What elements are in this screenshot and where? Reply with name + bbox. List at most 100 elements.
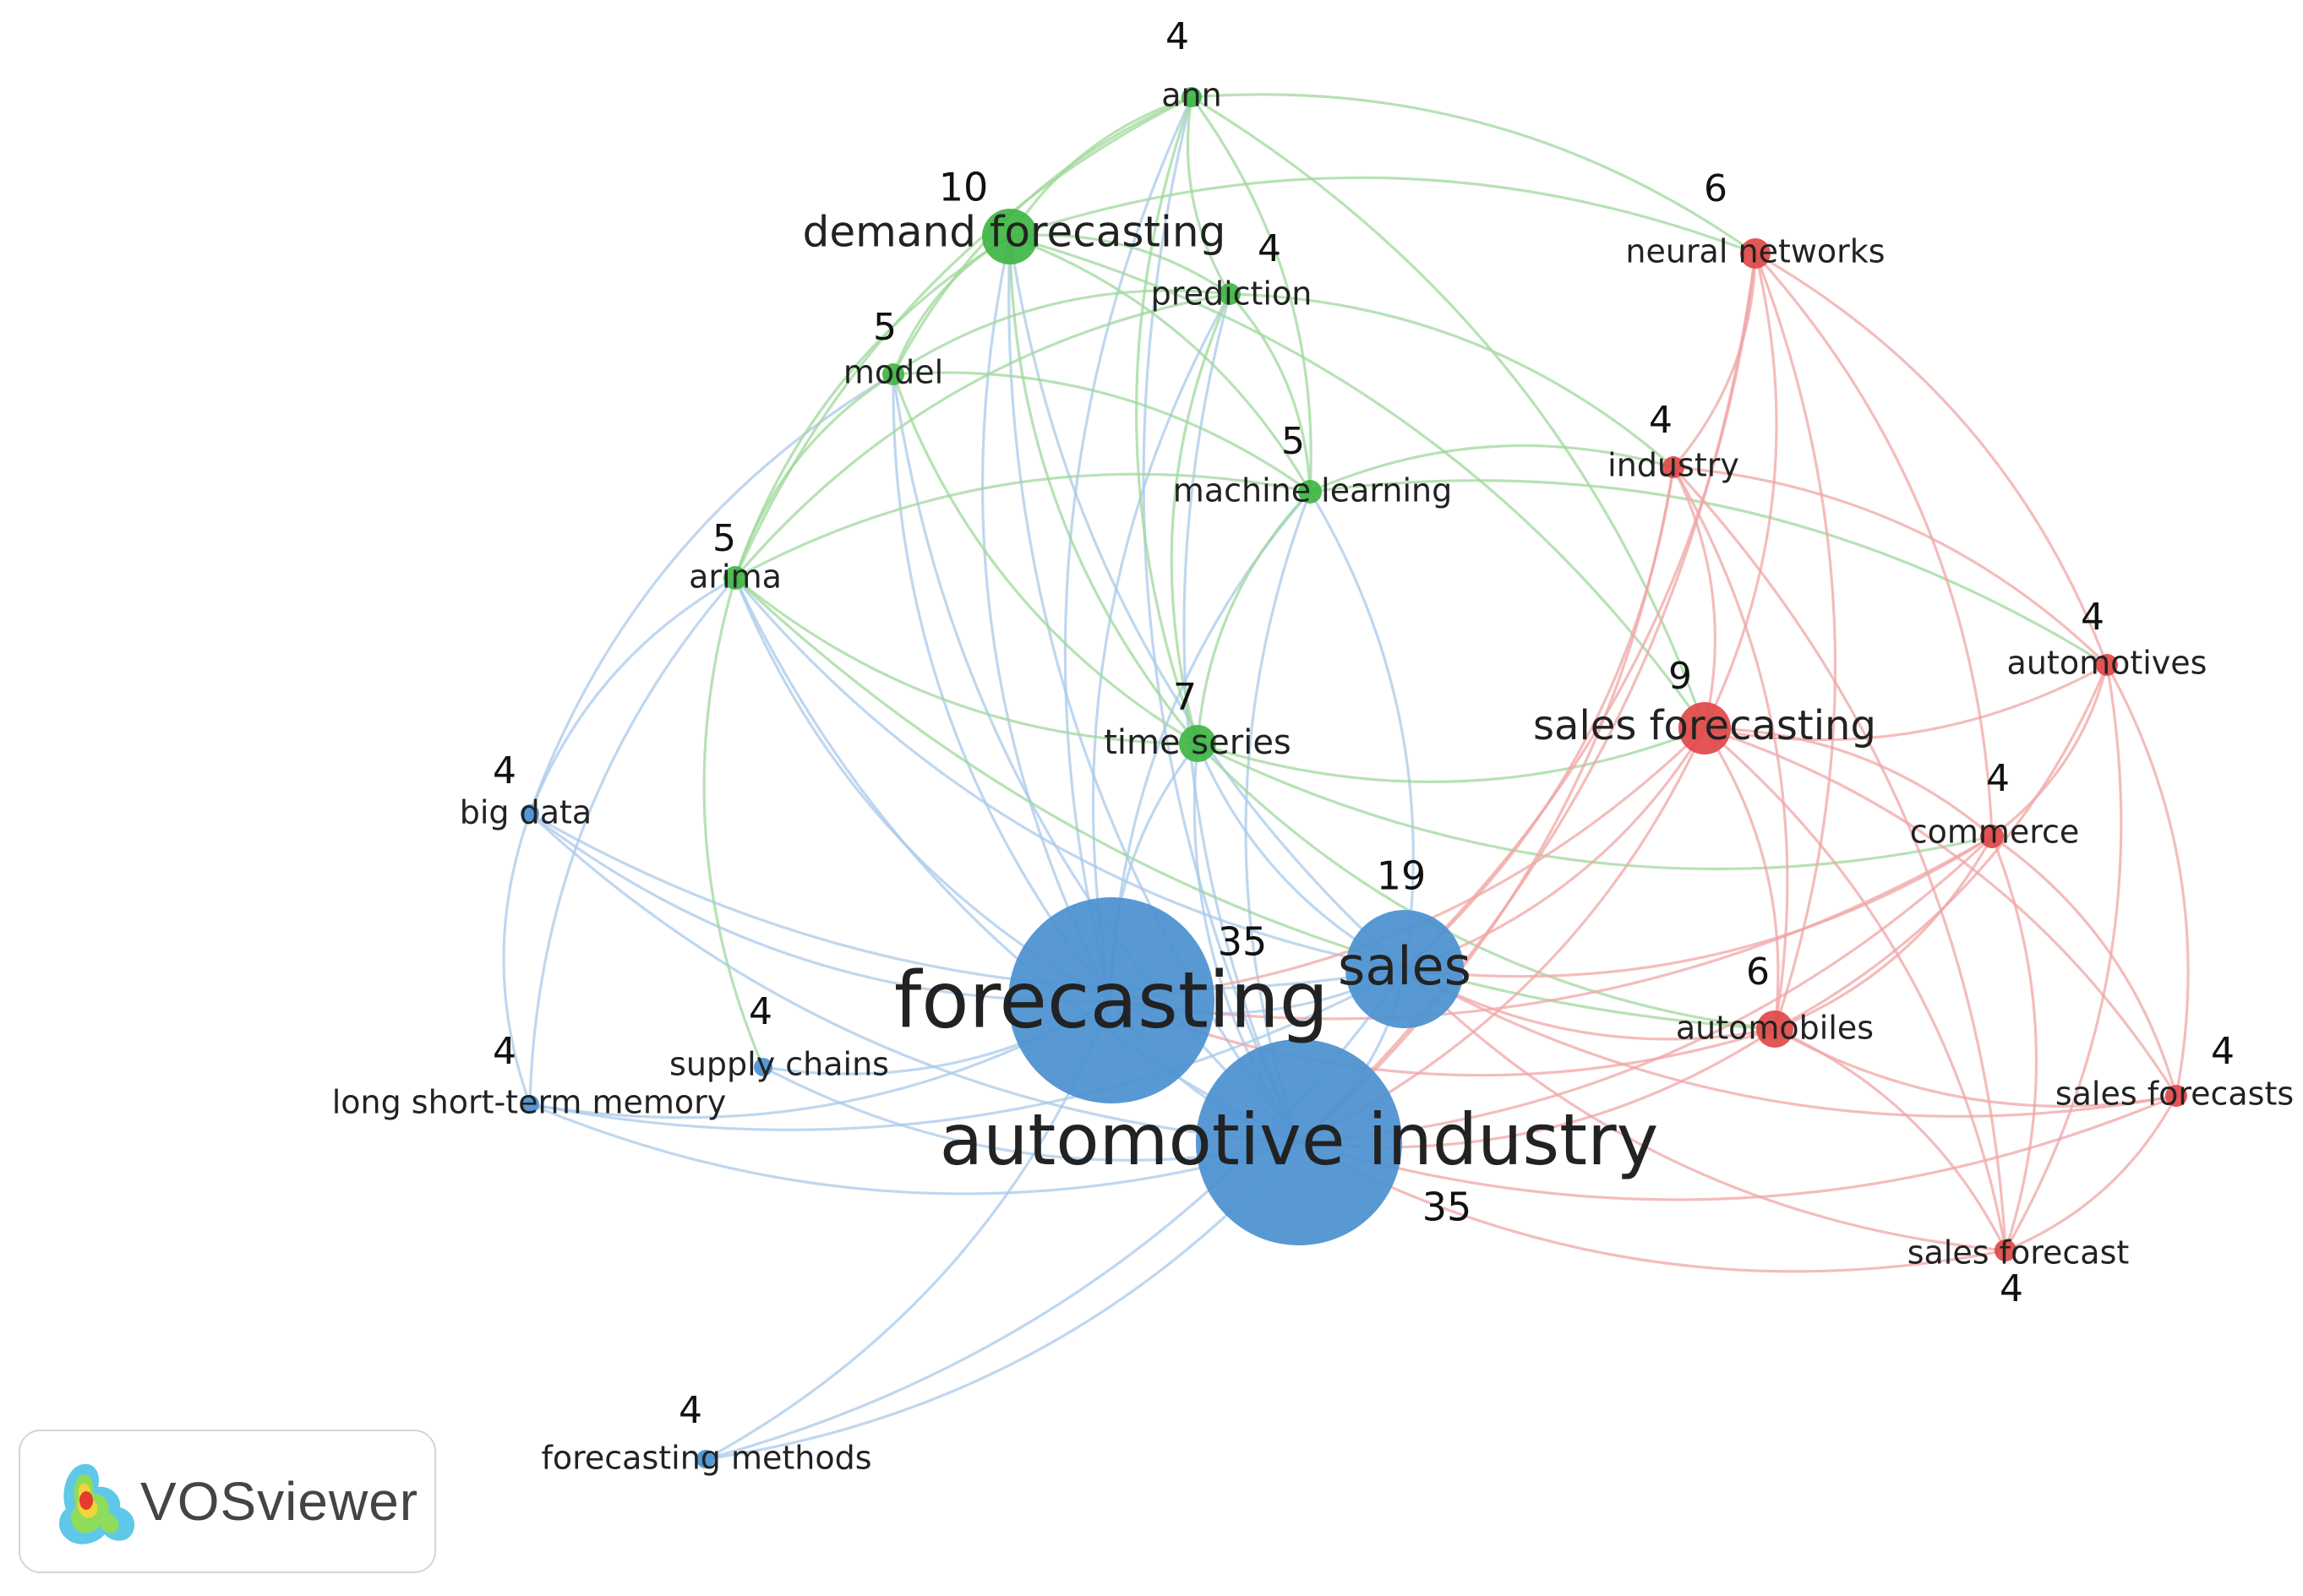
count-sales-forecasts: 4 (2211, 1030, 2235, 1073)
label-machine-learning: machine learning (1173, 472, 1452, 509)
node-prediction[interactable] (1219, 283, 1241, 305)
link-sales-forecast-automotive-industry (1298, 1141, 2006, 1273)
link-machine-learning-industry (1309, 444, 1674, 493)
link-ann-neural-networks (1191, 93, 1756, 255)
link-automotive-industry-demand-forecasting (1007, 236, 1301, 1143)
link-automotive-industry-big-data (528, 812, 1300, 1144)
node-supply-chains[interactable] (754, 1058, 772, 1076)
node-sales[interactable] (1345, 910, 1464, 1028)
link-machine-learning-automotives (1309, 479, 2108, 667)
count-supply-chains: 4 (749, 990, 772, 1033)
link-ann-arima (734, 95, 1192, 579)
link-commerce-automobiles (1774, 836, 1994, 1031)
link-sales-forecast-industry (1672, 466, 2007, 1251)
node-forecasting-methods[interactable] (696, 1450, 715, 1468)
link-automotives-sales-forecast (2004, 664, 2123, 1251)
label-arima: arima (689, 558, 782, 596)
count-forecasting-methods: 4 (679, 1389, 702, 1432)
link-time-series-commerce (1197, 742, 1993, 871)
node-industry[interactable] (1662, 456, 1684, 478)
link-sales-demand-forecasting (1008, 236, 1406, 971)
link-automotive-industry-prediction (1182, 293, 1301, 1143)
link-sales-arima (734, 576, 1405, 971)
count-sales-forecast: 4 (2000, 1267, 2023, 1310)
node-arima[interactable] (723, 566, 747, 590)
count-commerce: 4 (1986, 757, 2010, 800)
label-prediction: prediction (1151, 275, 1312, 313)
link-neural-networks-commerce (1754, 252, 1994, 837)
link-arima-automobiles (734, 576, 1776, 1031)
label-sales-forecast: sales forecast (1907, 1234, 2130, 1272)
link-commerce-forecasting (1111, 835, 1993, 1021)
link-commerce-sales (1404, 835, 1993, 978)
label-big-data: big data (460, 794, 592, 831)
link-industry-automotive-industry (1297, 466, 1675, 1144)
link-sales-big-data (529, 812, 1405, 991)
link-demand-forecasting-machine-learning (1009, 235, 1312, 493)
link-neural-networks-industry (1672, 253, 1757, 469)
link-model-time-series (892, 373, 1198, 745)
link-demand-forecasting-time-series (1008, 236, 1199, 745)
node-sales-forecasts[interactable] (2165, 1085, 2187, 1107)
count-neural-networks: 6 (1704, 167, 1727, 210)
node-sales-forecast[interactable] (1995, 1239, 2016, 1261)
count-big-data: 4 (493, 749, 516, 793)
node-automobiles[interactable] (1756, 1010, 1793, 1048)
count-automobiles: 6 (1746, 951, 1770, 994)
node-big-data[interactable] (521, 804, 539, 823)
count-forecasting: 35 (1218, 919, 1268, 965)
count-sales-forecasting: 9 (1668, 655, 1692, 698)
link-prediction-time-series (1170, 293, 1231, 744)
label-automotive-industry: automotive industry (940, 1098, 1659, 1181)
node-neural-networks[interactable] (1740, 238, 1771, 269)
link-demand-forecasting-neural-networks (1009, 176, 1756, 255)
count-industry: 4 (1649, 399, 1673, 442)
link-forecasting-prediction (1091, 293, 1231, 1001)
link-automobiles-sales-forecast (1774, 1027, 2007, 1251)
node-sales-forecasting[interactable] (1678, 702, 1731, 754)
link-demand-forecasting-sales-forecasting (1009, 235, 1706, 729)
link-prediction-industry (1229, 292, 1675, 469)
vosviewer-wordmark: VOSviewer (140, 1471, 419, 1532)
link-sales-forecasting-automotives (1704, 663, 2108, 742)
label-sales-forecasting: sales forecasting (1533, 702, 1876, 749)
link-sales-forecast-sales (1403, 967, 2006, 1252)
link-ann-time-series (1135, 96, 1199, 744)
node-lstm[interactable] (521, 1095, 539, 1114)
label-neural-networks: neural networks (1625, 233, 1885, 270)
link-machine-learning-arima (734, 472, 1311, 580)
link-ann-prediction (1186, 96, 1231, 295)
network-nodes (521, 87, 2187, 1468)
link-neural-networks-sales-forecasting (1703, 253, 1778, 729)
node-model[interactable] (882, 363, 904, 385)
label-supply-chains: supply chains (669, 1046, 889, 1083)
label-automobiles: automobiles (1676, 1010, 1874, 1047)
link-commerce-sales-forecasts (1991, 835, 2178, 1097)
link-time-series-automobiles (1196, 742, 1776, 1031)
count-arima: 5 (712, 517, 736, 560)
link-prediction-model (892, 289, 1231, 376)
link-automotives-sales-forecasts (2105, 664, 2190, 1097)
link-industry-automotives (1673, 466, 2109, 667)
node-demand-forecasting[interactable] (982, 209, 1038, 264)
node-forecasting[interactable] (1008, 897, 1214, 1103)
node-time-series[interactable] (1179, 725, 1216, 762)
link-ann-machine-learning (1190, 96, 1312, 493)
link-sales-forecasts-sales-forecast (2005, 1095, 2178, 1252)
node-machine-learning[interactable] (1298, 480, 1322, 504)
link-demand-forecasting-prediction (1009, 233, 1231, 296)
label-time-series: time series (1104, 723, 1291, 762)
node-automotives[interactable] (2096, 654, 2118, 676)
vosviewer-logo-icon (59, 1463, 135, 1544)
link-lstm-arima (528, 576, 737, 1105)
link-industry-sales-forecasting (1672, 466, 1716, 729)
link-ann-demand-forecasting (1008, 95, 1192, 237)
node-automotive-industry[interactable] (1196, 1039, 1402, 1245)
node-ann[interactable] (1182, 87, 1202, 107)
count-demand-forecasting: 10 (939, 165, 989, 210)
count-lstm: 4 (493, 1030, 516, 1073)
node-commerce[interactable] (1980, 825, 2004, 848)
link-commerce-automotive-industry (1298, 835, 1994, 1144)
